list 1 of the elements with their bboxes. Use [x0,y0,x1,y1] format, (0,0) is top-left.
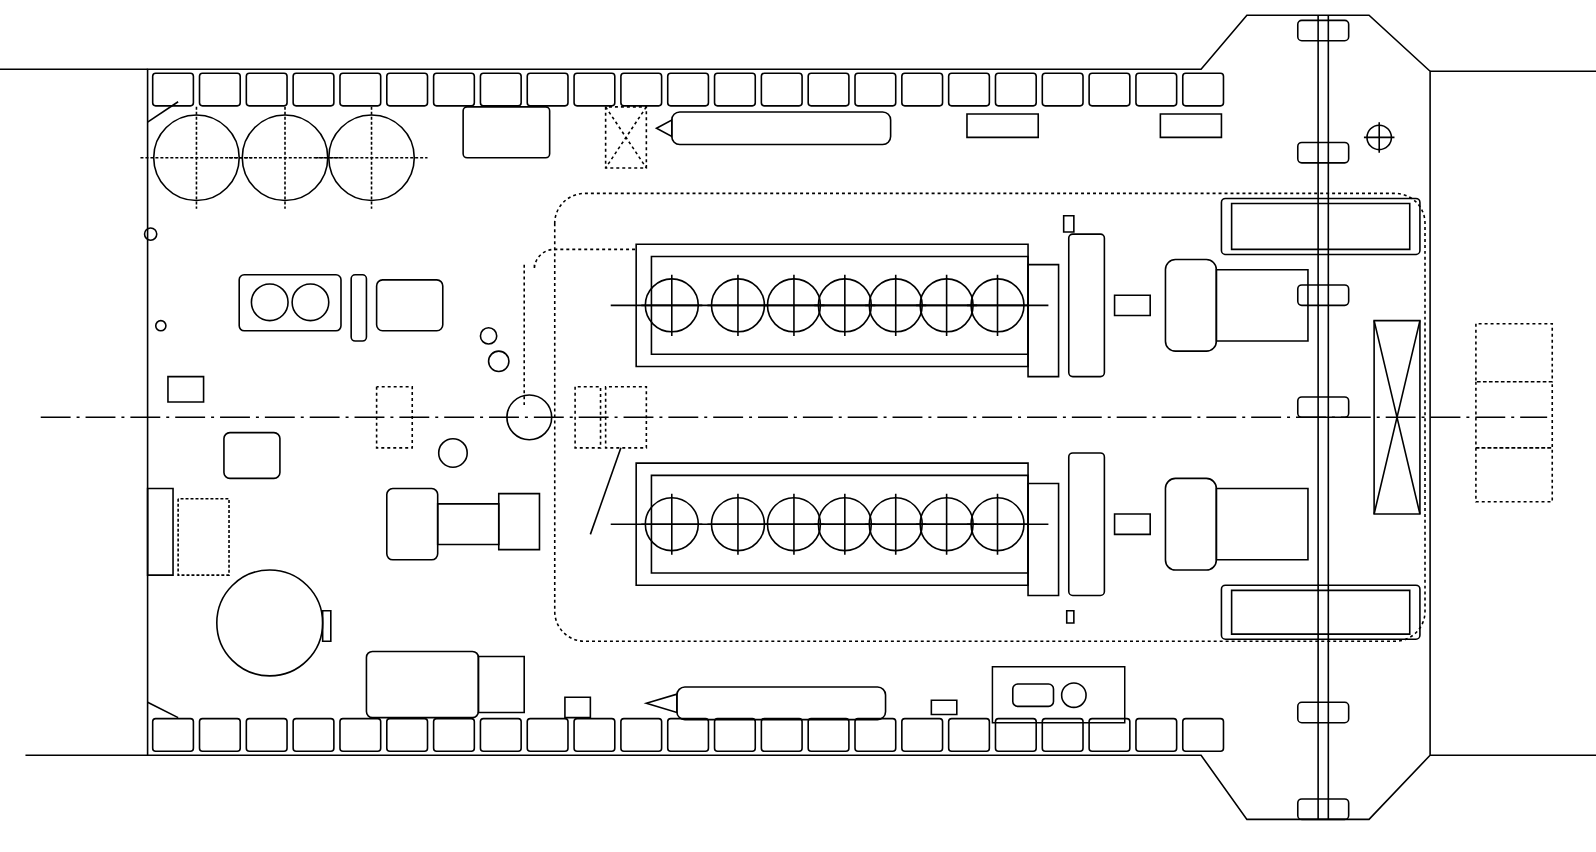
engine-compartment-drawing [0,14,1596,821]
